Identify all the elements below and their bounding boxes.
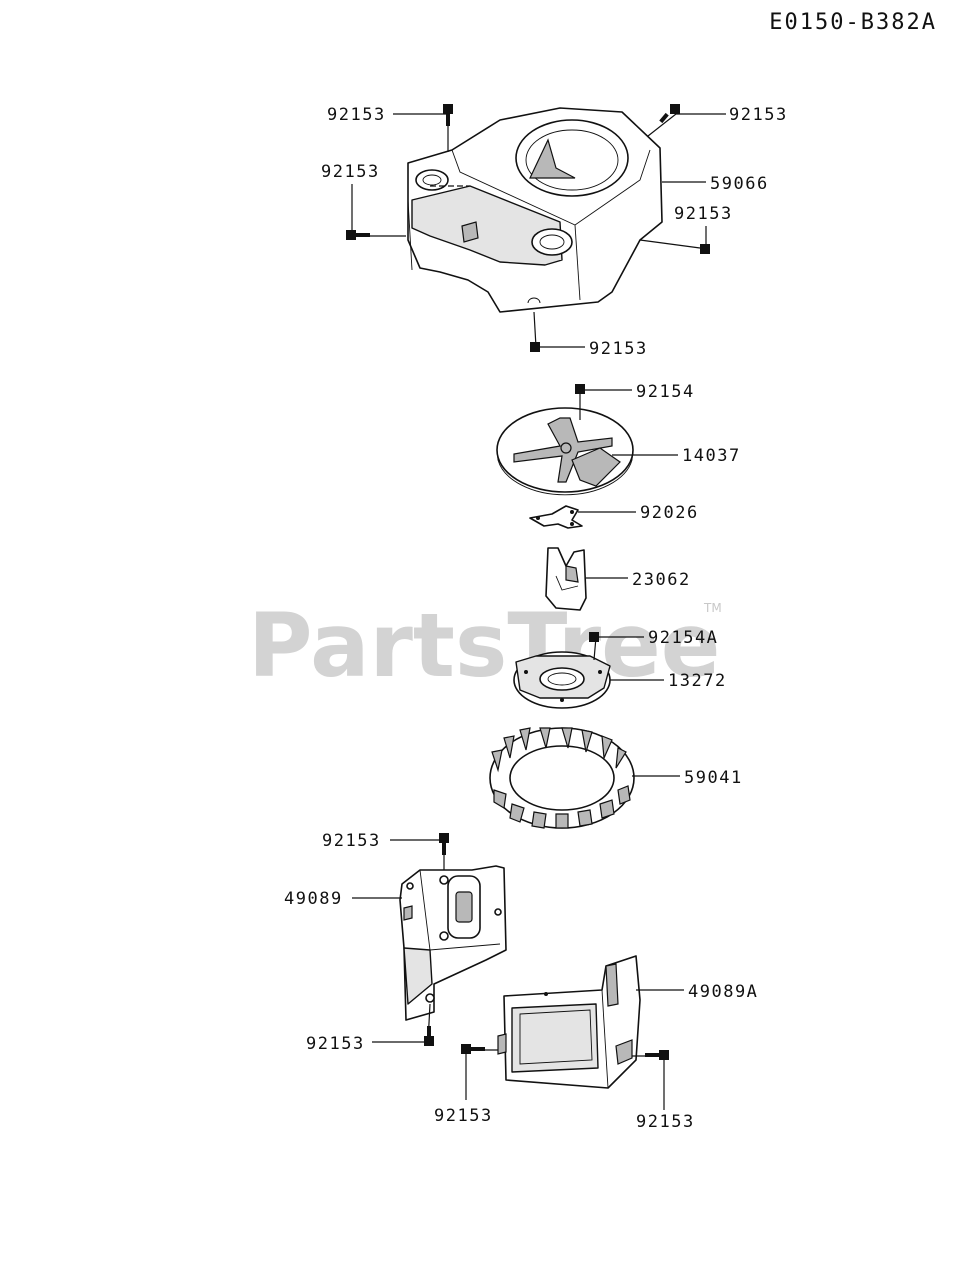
- bolt-icon: [346, 230, 370, 240]
- callout-label: 13272: [668, 671, 727, 691]
- callout-label: 23062: [632, 570, 691, 590]
- spacer-plate: [529, 505, 583, 529]
- bolt-icon: [424, 1026, 434, 1046]
- callout-label: 92154: [636, 382, 695, 402]
- callout-label: 92153: [589, 339, 648, 359]
- cylinder-shroud-49089A: [497, 955, 641, 1089]
- watermark-trademark: TM: [703, 601, 722, 615]
- callout-label: 92153: [674, 204, 733, 224]
- bolt-icon: [589, 632, 599, 642]
- callout-label: 59041: [684, 768, 743, 788]
- bolt-icon: [575, 384, 585, 394]
- callout-label: 92153: [322, 831, 381, 851]
- callout-label: 14037: [682, 446, 741, 466]
- cooling-fan: [489, 727, 635, 829]
- shroud-piece: [545, 547, 587, 611]
- callout-label: 92154A: [648, 628, 718, 648]
- callout-label: 92153: [306, 1034, 365, 1054]
- cylinder-shroud-49089: [399, 865, 507, 1021]
- callout-labels: 92153 92153 92153 59066 92153 92153 9215…: [284, 105, 788, 1132]
- bolt-icon: [700, 244, 710, 254]
- bolt-icon: [439, 833, 449, 855]
- callout-label: 92153: [434, 1106, 493, 1126]
- callout-label: 92153: [729, 105, 788, 125]
- bolt-icon: [443, 104, 453, 126]
- blower-housing: [407, 107, 663, 313]
- fan-plate: [513, 651, 611, 709]
- callout-label: 92153: [327, 105, 386, 125]
- callout-label: 92153: [636, 1112, 695, 1132]
- callout-label: 59066: [710, 174, 769, 194]
- diagram-code: E0150-B382A: [769, 10, 937, 35]
- callout-label: 49089A: [688, 982, 758, 1002]
- callout-label: 92153: [321, 162, 380, 182]
- callout-label: 49089: [284, 889, 343, 909]
- callout-label: 92026: [640, 503, 699, 523]
- fan-screen: [496, 407, 634, 496]
- bolt-icon: [659, 104, 680, 124]
- bolt-icon: [645, 1050, 669, 1060]
- bolts: [346, 104, 710, 1060]
- bolt-icon: [461, 1044, 485, 1054]
- bolt-icon: [530, 342, 540, 352]
